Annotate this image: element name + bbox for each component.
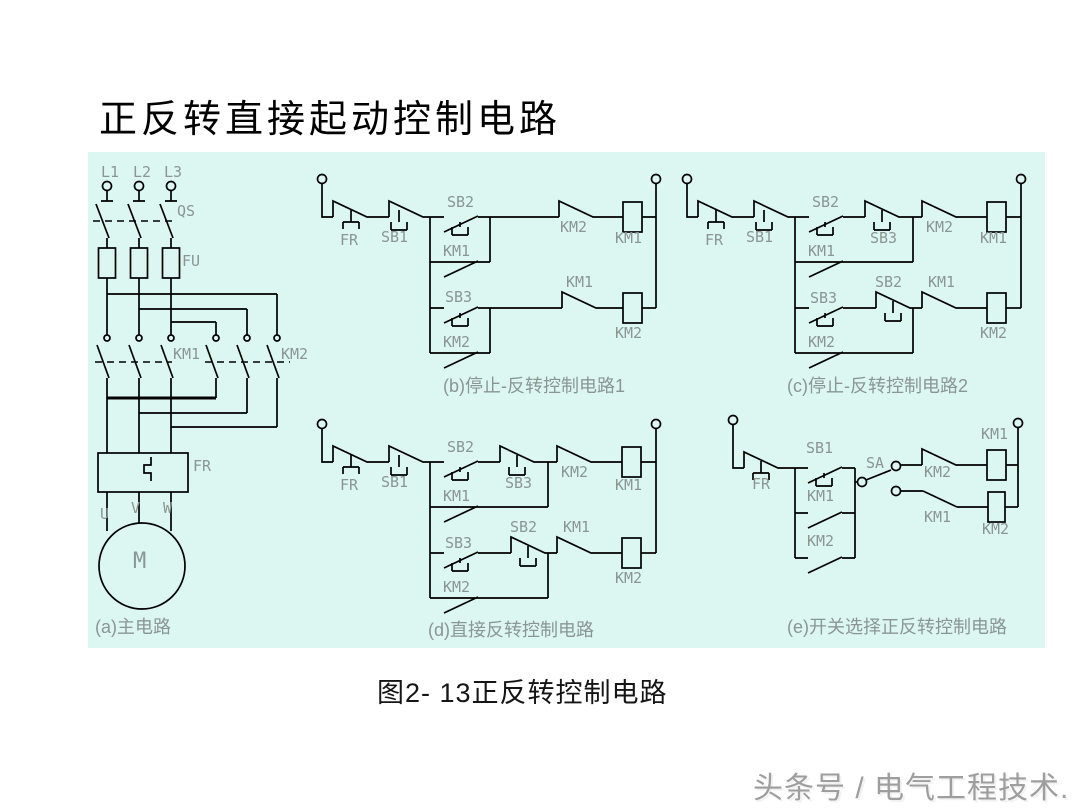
label-c-km2-nc: KM2 <box>926 218 954 236</box>
caption-circuit-d: (d)直接反转控制电路 <box>428 620 594 640</box>
circuit-e-wiring <box>727 414 1024 574</box>
label-d-sb2: SB2 <box>447 438 475 456</box>
label-a-fr: FR <box>193 457 212 475</box>
label-c-km2-hold: KM2 <box>808 333 836 351</box>
label-c-sb2: SB2 <box>812 193 840 211</box>
label-b-sb3: SB3 <box>445 288 473 306</box>
label-e-sb1: SB1 <box>806 439 834 457</box>
label-e-km2-coil: KM2 <box>982 520 1010 538</box>
label-d-km1-nc: KM1 <box>563 518 591 536</box>
label-d-fr: FR <box>340 476 359 494</box>
caption-circuit-b: (b)停止-反转控制电路1 <box>443 376 626 396</box>
label-a-w: W <box>163 499 173 517</box>
label-b-km2-hold: KM2 <box>443 333 471 351</box>
caption-circuit-a: (a)主电路 <box>95 617 171 637</box>
label-d-km2-coil: KM2 <box>615 569 643 587</box>
watermark: 头条号 / 电气工程技术. <box>753 772 1070 805</box>
label-a-u: U <box>100 505 110 523</box>
label-a-km2: KM2 <box>281 345 309 363</box>
label-e-km2-nc: KM2 <box>924 463 952 481</box>
label-a-motor: M <box>133 549 147 574</box>
label-a-v: V <box>131 499 141 517</box>
label-c-km1-coil: KM1 <box>980 229 1008 247</box>
label-c-sb3-nc: SB3 <box>870 229 898 247</box>
label-d-km2-hold: KM2 <box>443 578 471 596</box>
page-title: 正反转直接起动控制电路 <box>99 99 562 141</box>
label-d-sb3: SB3 <box>445 534 473 552</box>
label-e-sa: SA <box>866 454 885 472</box>
label-e-fr: FR <box>752 475 771 493</box>
label-b-km2-coil: KM2 <box>615 324 643 342</box>
label-b-km2-nc: KM2 <box>560 218 588 236</box>
label-e-km1-hold: KM1 <box>807 487 835 505</box>
label-b-km1-hold: KM1 <box>443 242 471 260</box>
caption-circuit-c: (c)停止-反转控制电路2 <box>787 376 968 396</box>
label-d-sb2-nc: SB2 <box>510 518 538 536</box>
label-e-km1-nc: KM1 <box>924 508 952 526</box>
label-c-sb3: SB3 <box>810 289 838 307</box>
label-a-fu: FU <box>182 252 201 270</box>
label-c-fr: FR <box>705 231 724 249</box>
label-d-km2-nc: KM2 <box>561 463 589 481</box>
label-d-km1-coil: KM1 <box>615 476 643 494</box>
label-c-sb1: SB1 <box>746 228 774 246</box>
figure-caption: 图2- 13正反转控制电路 <box>377 678 668 708</box>
circuit-b-wiring <box>316 173 662 369</box>
caption-circuit-e: (e)开关选择正反转控制电路 <box>787 617 1007 637</box>
label-d-sb3-nc: SB3 <box>505 474 533 492</box>
label-a-l3: L3 <box>164 163 183 181</box>
label-b-km1-nc: KM1 <box>566 273 594 291</box>
label-d-km1-hold: KM1 <box>443 487 471 505</box>
label-a-l1: L1 <box>101 163 120 181</box>
label-c-km2-coil: KM2 <box>980 324 1008 342</box>
label-c-sb2-nc: SB2 <box>875 273 903 291</box>
label-b-fr: FR <box>340 231 359 249</box>
circuit-a-wiring <box>93 180 290 610</box>
label-b-km1-coil: KM1 <box>615 229 643 247</box>
label-e-km1-coil: KM1 <box>981 425 1009 443</box>
label-c-km1-hold: KM1 <box>808 242 836 260</box>
label-e-km2-hold: KM2 <box>807 532 835 550</box>
circuit-d-wiring <box>316 418 662 614</box>
label-a-l2: L2 <box>133 163 152 181</box>
label-b-sb1: SB1 <box>381 228 409 246</box>
label-a-qs: QS <box>177 202 196 220</box>
label-c-km1-nc: KM1 <box>928 273 956 291</box>
label-d-sb1: SB1 <box>381 473 409 491</box>
circuit-c-wiring <box>681 173 1027 369</box>
label-b-sb2: SB2 <box>447 193 475 211</box>
label-a-km1: KM1 <box>173 345 201 363</box>
